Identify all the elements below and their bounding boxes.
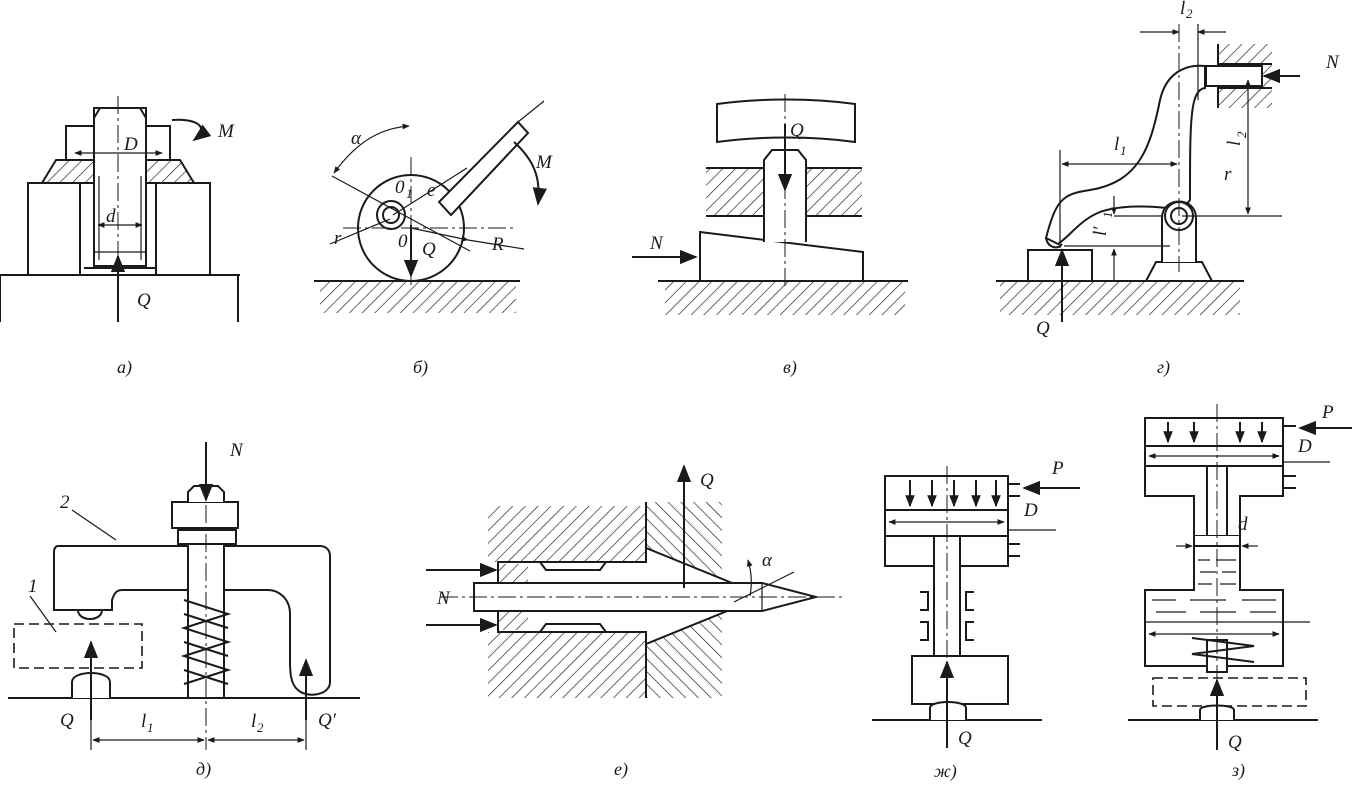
label-l1-sub: 1 <box>147 720 154 735</box>
label-part-1: 1 <box>28 576 38 597</box>
label-moment: M <box>217 121 235 142</box>
lever <box>1044 64 1206 246</box>
label-P: P <box>1321 402 1334 423</box>
label-N: N <box>649 233 664 254</box>
label-e: e <box>427 180 435 201</box>
label-N: N <box>436 588 451 609</box>
label-l1-prime-sub: 1 <box>1100 212 1115 219</box>
label-Q: Q <box>137 290 151 311</box>
label-O1: 0 <box>395 177 405 198</box>
label-Q: Q <box>1036 318 1050 339</box>
ground-hatch <box>1000 281 1240 315</box>
label-Q: Q <box>790 120 804 141</box>
moment-arrow <box>171 118 212 142</box>
label-Q: Q <box>422 239 436 260</box>
screw <box>93 107 147 267</box>
push-screw <box>1205 65 1263 87</box>
label-D: D <box>1023 500 1038 521</box>
caption-v: в) <box>783 357 797 378</box>
label-O: 0 <box>398 231 408 252</box>
moment-arrow <box>513 141 548 206</box>
label-d: d <box>106 206 116 227</box>
workpiece <box>1152 677 1307 707</box>
strap-2 <box>53 545 331 696</box>
label-Q: Q <box>60 710 74 731</box>
panel-z-pneumohydraulic-clamp: P D d Q з) <box>1128 402 1352 781</box>
caption-zh: ж) <box>934 761 957 782</box>
panel-b-eccentric-clamp: α M 0 1 e r 0 Q R б) <box>314 100 553 378</box>
label-d: d <box>1238 514 1248 535</box>
caption-g: г) <box>1157 357 1170 378</box>
label-l1: l <box>1114 134 1119 155</box>
wedge <box>699 230 864 282</box>
label-r: r <box>334 228 342 249</box>
workpiece <box>911 655 1009 705</box>
caption-d: д) <box>196 759 211 780</box>
label-D: D <box>1297 436 1312 457</box>
caption-b: б) <box>413 357 428 378</box>
panel-v-wedge-clamp: Q N в) <box>632 94 908 378</box>
label-O1-sub: 1 <box>406 186 413 201</box>
clamped-part <box>716 98 856 144</box>
label-l2-top-sub: 2 <box>1186 6 1193 21</box>
label-Q-prime: Q′ <box>318 710 337 731</box>
workpiece-1 <box>13 623 143 669</box>
label-l1: l <box>141 711 146 732</box>
label-Q: Q <box>958 728 972 749</box>
caption-e: е) <box>614 759 628 780</box>
panel-e-collet-clamp: Q α N е) <box>426 464 846 780</box>
label-l2-top: l <box>1180 0 1185 19</box>
nut <box>171 501 239 529</box>
label-l2: l <box>251 711 256 732</box>
label-Q: Q <box>700 470 714 491</box>
label-D: D <box>123 134 138 155</box>
handle <box>437 120 530 217</box>
label-l1-sub: 1 <box>1120 143 1127 158</box>
label-R: R <box>491 234 504 255</box>
ground-hatch <box>320 281 516 313</box>
label-N: N <box>229 440 244 461</box>
spring <box>180 599 232 685</box>
panel-g-lever-clamp: l 2 N l 1 l 2 r l′ 1 Q г) <box>996 0 1340 378</box>
label-part-2: 2 <box>60 492 70 513</box>
caption-a: а) <box>117 357 132 378</box>
label-Q: Q <box>1228 732 1242 753</box>
panel-a-screw-clamp: M D d Q а) <box>0 96 240 378</box>
label-P: P <box>1051 458 1064 479</box>
panel-zh-pneumatic-clamp: P D Q ж) <box>872 458 1080 782</box>
label-l2-side: l <box>1224 141 1245 146</box>
label-l2-sub: 2 <box>257 720 264 735</box>
label-M: M <box>535 152 553 173</box>
label-alpha: α <box>762 550 773 571</box>
label-N: N <box>1325 52 1340 73</box>
label-r: r <box>1224 164 1232 185</box>
caption-z: з) <box>1231 760 1245 781</box>
label-l2-side-sub: 2 <box>1234 131 1249 138</box>
angle-arc <box>333 123 410 174</box>
workpiece <box>1027 249 1093 282</box>
return-spring <box>1191 637 1255 663</box>
panel-d-strap-clamp: N 2 1 Q l 1 l 2 Q′ д) <box>8 440 360 780</box>
label-l1-prime: l′ <box>1090 226 1111 236</box>
ground-hatch <box>665 281 905 315</box>
label-alpha: α <box>351 128 362 149</box>
